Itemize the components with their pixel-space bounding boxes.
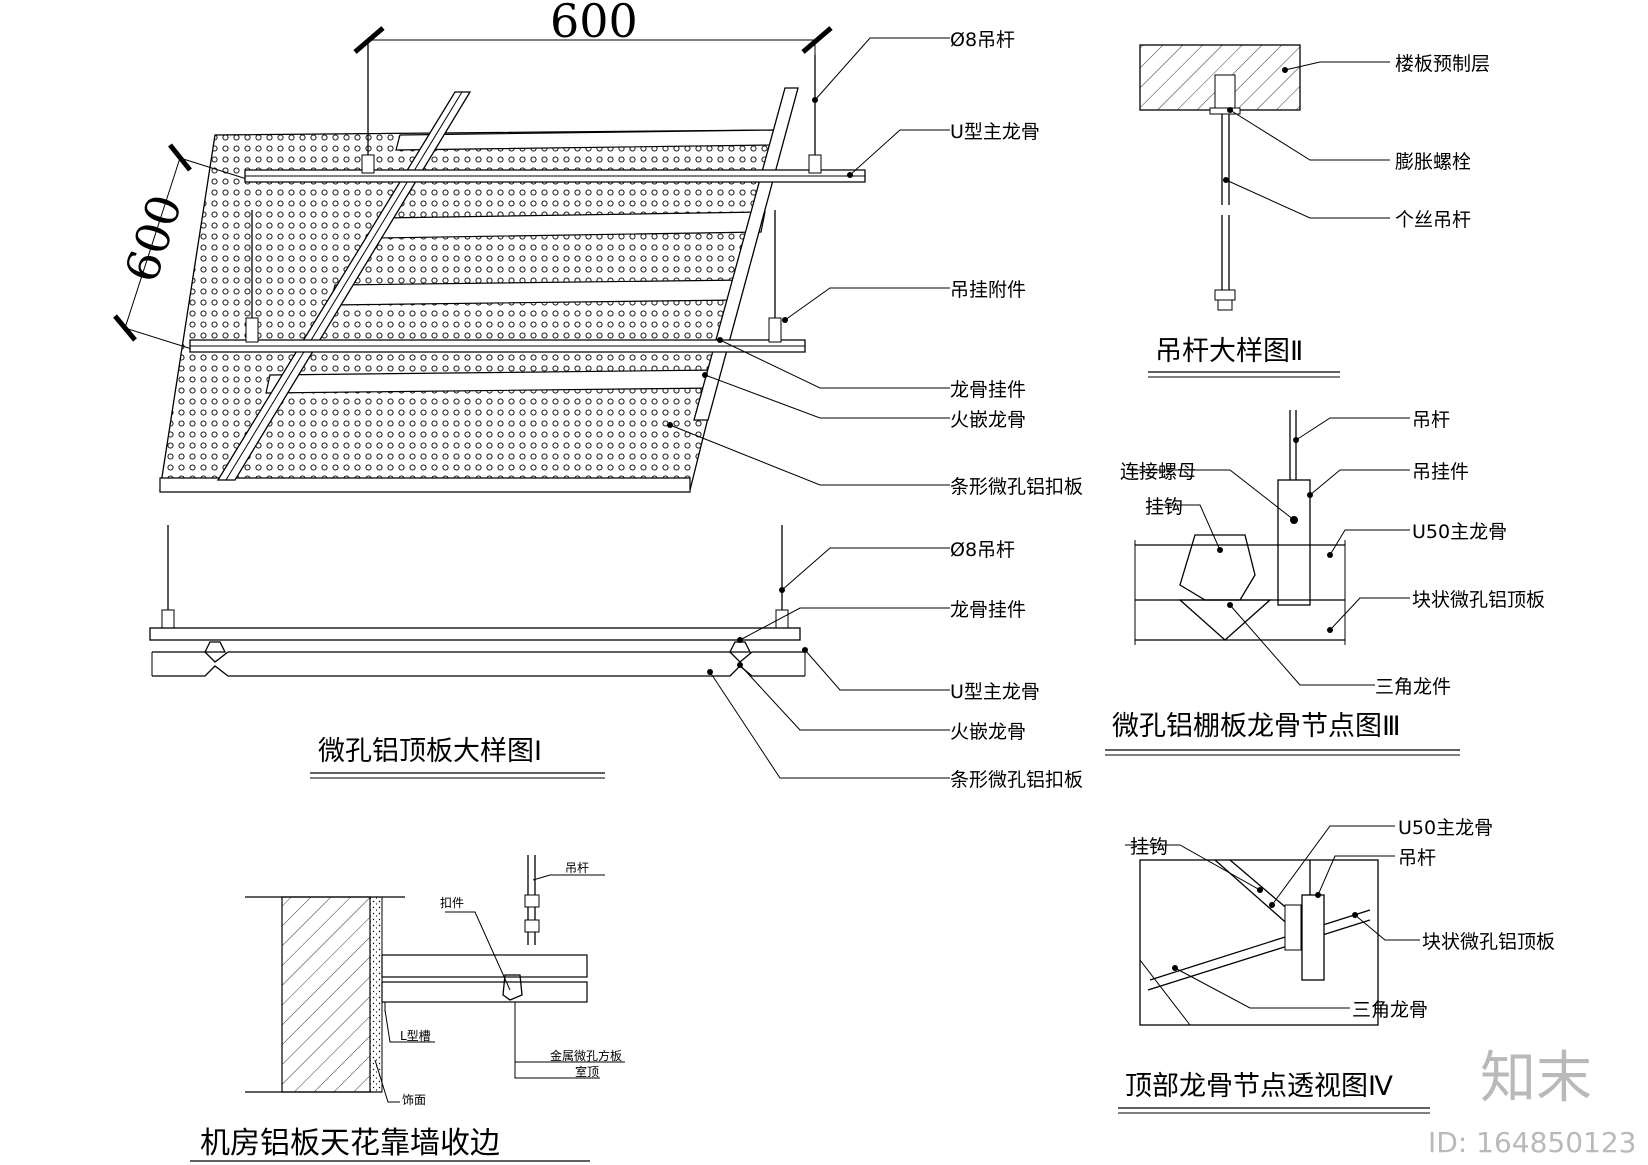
- fig5-channel: [381, 954, 588, 978]
- fig4-label-hook: 挂钩: [1130, 836, 1168, 858]
- dim-tick: [353, 26, 385, 54]
- fig3-label-panel: 块状微孔铝顶板: [1412, 589, 1545, 611]
- fig5-label-ceiling: 室顶: [575, 1064, 599, 1079]
- fig4-title: 顶部龙骨节点透视图Ⅳ: [1125, 1071, 1393, 1102]
- label-clip-keel: 火嵌龙骨: [950, 409, 1026, 431]
- section-label-rod: Ø8吊杆: [950, 539, 1015, 561]
- dim-depth-label: 600: [114, 188, 192, 288]
- fig3-label-hanger: 吊挂件: [1412, 461, 1469, 483]
- label-u-main: U型主龙骨: [950, 121, 1040, 143]
- dim-width-label: 600: [550, 0, 638, 48]
- fig3-label-tri: 三角龙件: [1375, 676, 1451, 698]
- fig4-label-u50: U50主龙骨: [1398, 817, 1493, 839]
- fig4-perspective: U50主龙骨 挂钩 吊杆 块状微孔铝顶板 三角龙骨 顶部龙骨节点透视图Ⅳ: [1118, 817, 1555, 1114]
- fig3-label-rod: 吊杆: [1412, 409, 1450, 431]
- fig5-label-panel: 金属微孔方板: [550, 1048, 622, 1063]
- dim-line-left: [124, 157, 181, 329]
- fig1-isometric: 600 600: [113, 0, 1083, 498]
- dim-tick: [801, 26, 833, 54]
- section-label-clip-keel: 火嵌龙骨: [950, 721, 1026, 743]
- fig2-label-slab: 楼板预制层: [1395, 53, 1490, 75]
- expansion-bolt: [1214, 74, 1236, 111]
- fig5-label-l-trim: L型槽: [400, 1029, 431, 1043]
- fig5-label-finish: 饰面: [402, 1093, 426, 1107]
- section-label-keel-hanger: 龙骨挂件: [950, 599, 1026, 621]
- fig4-label-panel: 块状微孔铝顶板: [1422, 931, 1555, 953]
- fig5-wall-edge: 吊杆 扣件 L型槽 金属微孔方板 室顶 饰面 机房铝板天花靠墙收边: [190, 855, 625, 1162]
- wall-hatch: [281, 896, 371, 1093]
- fig1-section: Ø8吊杆 龙骨挂件 U型主龙骨 火嵌龙骨 条形微孔铝扣板 微孔铝顶板大样图Ⅰ: [149, 525, 1083, 791]
- fig3-node-detail: 吊杆 吊挂件 连接螺母 挂钩 U50主龙骨 块状微孔铝顶板 三角龙件 微孔铝棚板…: [1105, 409, 1545, 756]
- fig4-label-tri: 三角龙骨: [1352, 999, 1428, 1021]
- watermark-brand: 知末: [1480, 1046, 1592, 1111]
- fig3-label-u50: U50主龙骨: [1412, 521, 1507, 543]
- fig1-title: 微孔铝顶板大样图Ⅰ: [318, 736, 542, 767]
- label-hanger: 吊挂附件: [950, 279, 1026, 301]
- section-label-strip-panel: 条形微孔铝扣板: [950, 769, 1083, 791]
- label-keel-hanger: 龙骨挂件: [950, 379, 1026, 401]
- watermark-id: ID: 164850123: [1428, 1126, 1636, 1159]
- fig2-title: 吊杆大样图Ⅱ: [1155, 336, 1303, 367]
- section-label-u-main: U型主龙骨: [950, 681, 1040, 703]
- watermark: 知末 ID: 164850123: [1428, 1046, 1636, 1159]
- fig2-rod-detail: 楼板预制层 膨胀螺栓 个丝吊杆 吊杆大样图Ⅱ: [1139, 44, 1490, 378]
- label-rod: Ø8吊杆: [950, 29, 1015, 51]
- fig2-label-bolt: 膨胀螺栓: [1395, 151, 1471, 173]
- fig3-label-nut: 连接螺母: [1120, 461, 1196, 483]
- fig4-label-rod: 吊杆: [1398, 847, 1436, 869]
- label-strip-panel: 条形微孔铝扣板: [950, 476, 1083, 498]
- fig3-hanger: [1277, 479, 1311, 606]
- fig5-label-rod: 吊杆: [565, 861, 589, 875]
- fig5-title: 机房铝板天花靠墙收边: [200, 1126, 500, 1161]
- fig3-title: 微孔铝棚板龙骨节点图Ⅲ: [1112, 711, 1401, 742]
- fig5-panel: [381, 981, 588, 1003]
- fig3-label-hook: 挂钩: [1145, 496, 1183, 518]
- section-u-channel: [149, 627, 801, 641]
- fig2-label-rod: 个丝吊杆: [1395, 209, 1471, 231]
- fig5-label-clip: 扣件: [440, 896, 464, 910]
